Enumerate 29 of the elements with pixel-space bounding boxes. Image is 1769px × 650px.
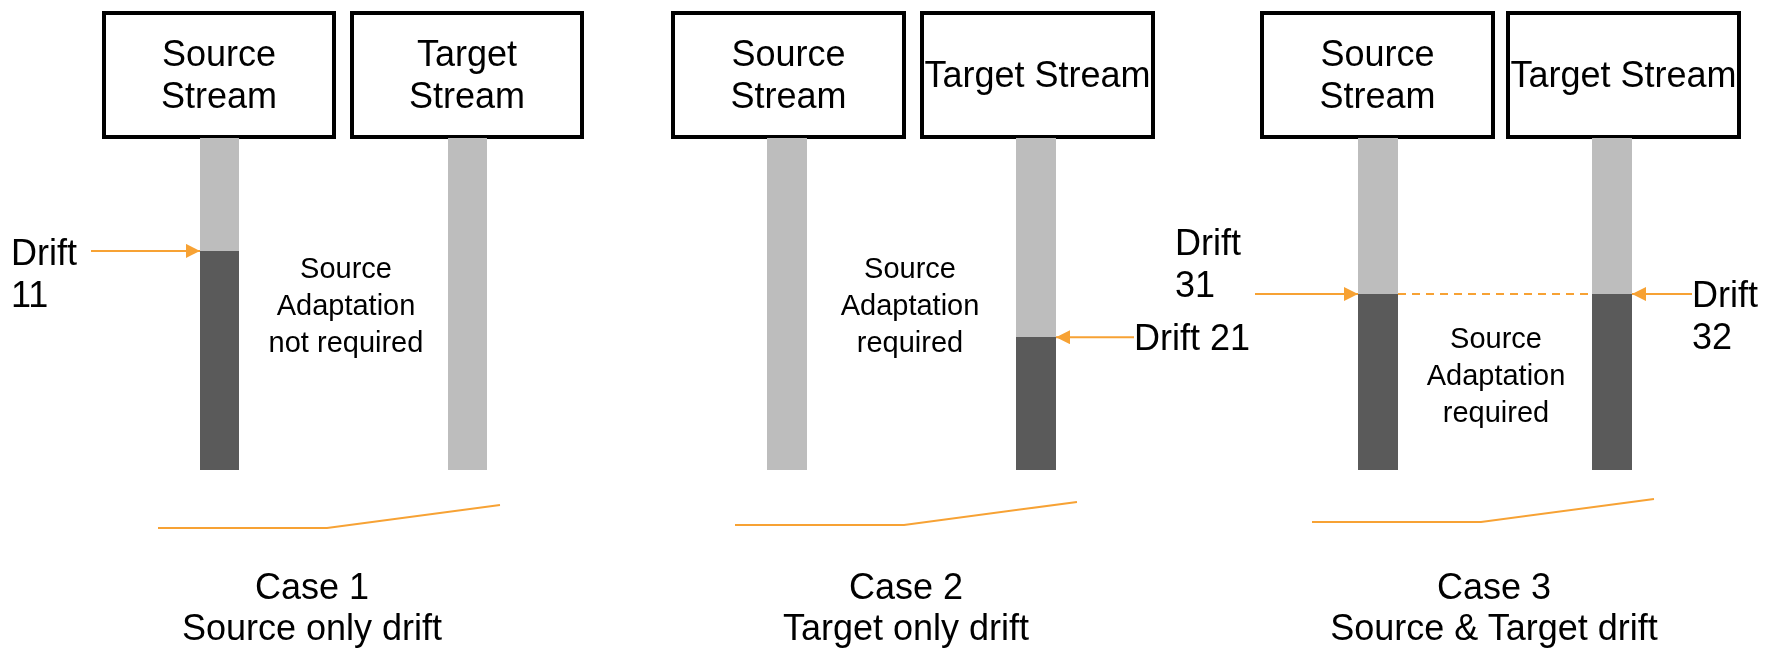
drift-label: Drift 32: [1692, 274, 1767, 358]
annotation-text: Source Adaptation required: [839, 251, 981, 360]
annotation-text: Source Adaptation required: [1425, 321, 1567, 430]
stream-box: Source Stream: [102, 11, 336, 139]
case-caption: Target only drift: [782, 607, 1030, 649]
stream-bar: [1592, 138, 1632, 470]
stream-box: Target Stream: [920, 11, 1155, 139]
case-caption: Case 2: [848, 566, 964, 608]
stream-bar: [767, 138, 807, 470]
stream-bar: [448, 138, 487, 470]
case-caption: Source & Target drift: [1330, 607, 1658, 649]
stream-box: Source Stream: [1260, 11, 1495, 139]
case-caption: Case 3: [1436, 566, 1552, 608]
stream-bar: [200, 138, 239, 470]
drift-label: Drift 21: [1134, 317, 1251, 359]
arrow: [1631, 287, 1693, 302]
arrow: [1055, 330, 1135, 345]
arrow: [90, 243, 201, 258]
stream-box: Source Stream: [671, 11, 906, 139]
drift-label: Drift 31: [1175, 222, 1255, 306]
case-caption: Source only drift: [181, 607, 443, 649]
case-caption: Case 1: [254, 566, 370, 608]
drift-label: Drift 11: [11, 232, 91, 316]
stream-box: Target Stream: [1506, 11, 1741, 139]
annotation-text: Source Adaptation not required: [267, 251, 425, 360]
stream-bar: [1358, 138, 1398, 470]
stream-bar: [1016, 138, 1056, 470]
arrow: [1254, 287, 1359, 302]
stream-box: Target Stream: [350, 11, 584, 139]
